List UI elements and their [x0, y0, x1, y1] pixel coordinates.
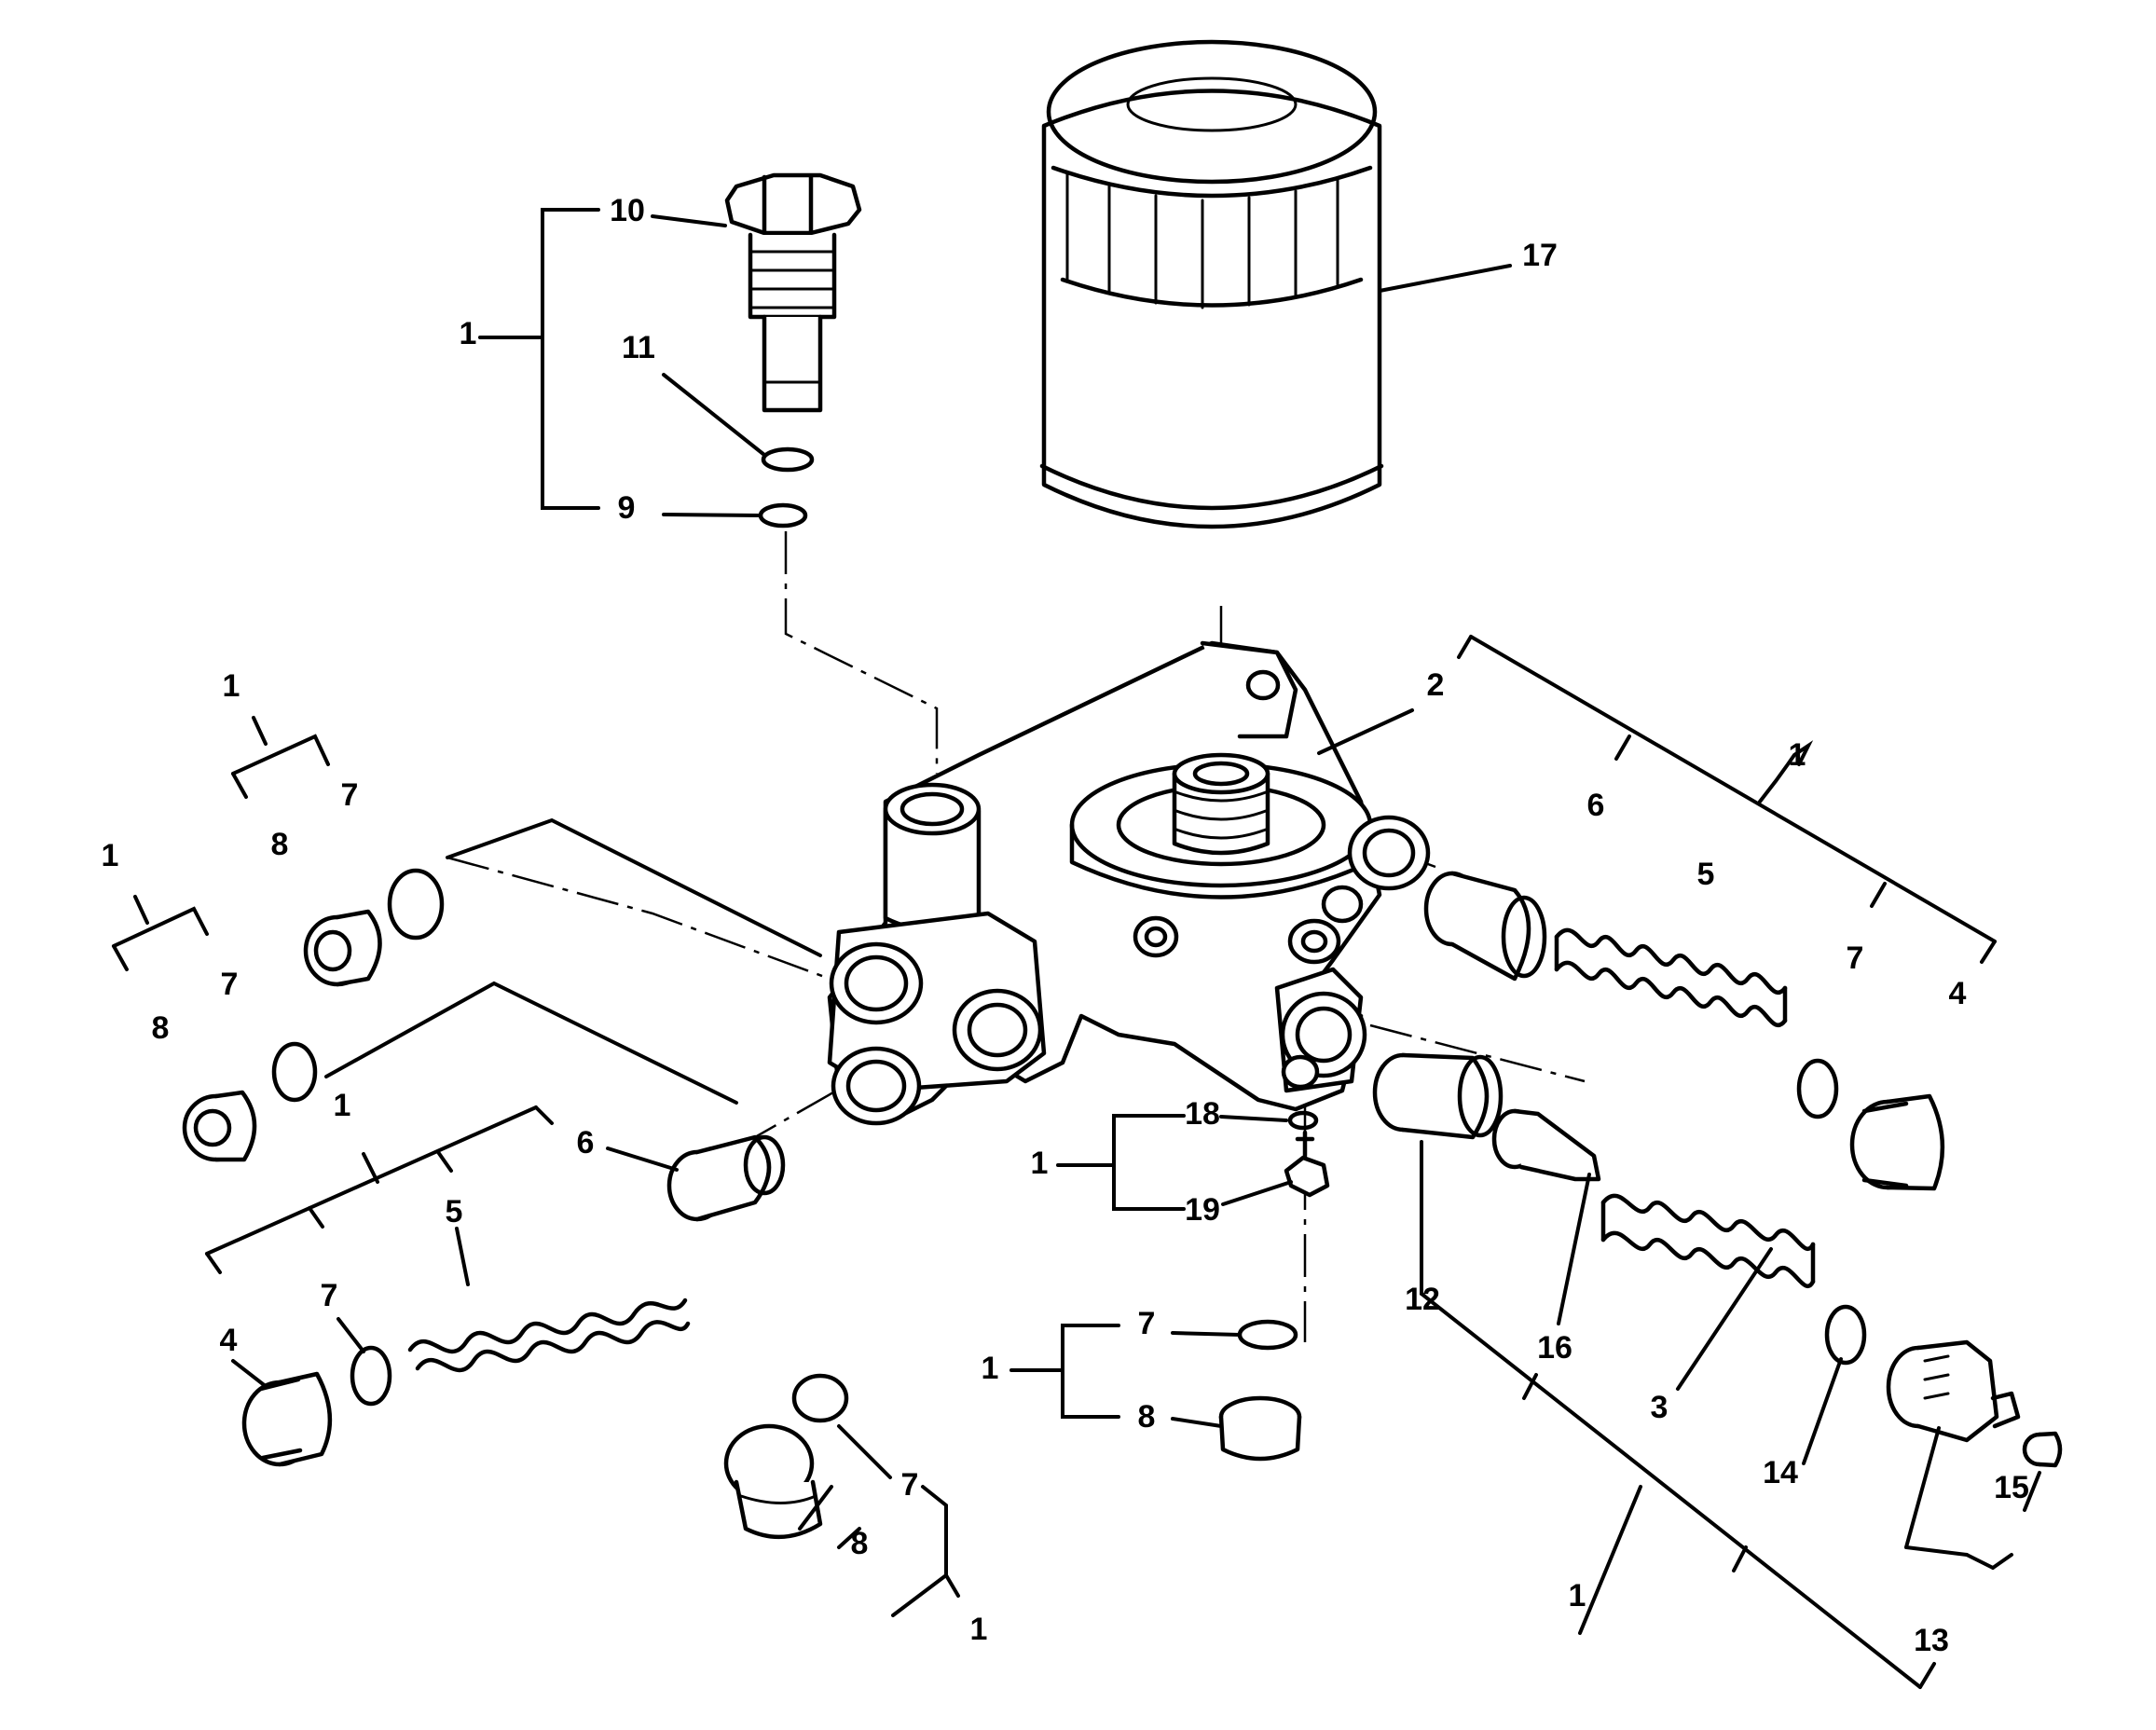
cap-part-4-left [241, 1371, 333, 1467]
piston-part-6-right [1423, 871, 1547, 982]
callout-12: 12 [1405, 1282, 1440, 1317]
cap-part-15 [2022, 1431, 2063, 1468]
callout-1-left: 1 [334, 1088, 351, 1123]
bolt-part-10 [724, 172, 862, 413]
switch-part-13 [1886, 1339, 2021, 1443]
plug-part-8-lower [723, 1423, 823, 1540]
callout-2: 2 [1427, 667, 1445, 703]
callout-9: 9 [618, 490, 636, 526]
oil-filter-part-17 [1039, 39, 1384, 529]
o-ring-part-7-upper [387, 868, 445, 941]
sensor-part-19 [1284, 1130, 1330, 1198]
callout-7-lower-left: 7 [321, 1278, 338, 1313]
spring-part-5-left [407, 1298, 691, 1373]
o-ring-part-7-lower-left [350, 1345, 392, 1407]
o-ring-part-18 [1287, 1110, 1319, 1131]
o-ring-part-7-center [1237, 1319, 1298, 1351]
callout-7-center: 7 [1138, 1306, 1156, 1341]
callout-1-lower: 1 [970, 1612, 988, 1647]
callout-8-upper-left: 8 [271, 827, 289, 862]
callout-19: 19 [1185, 1192, 1220, 1228]
filter-head-housing [827, 640, 1431, 1126]
callout-6-right: 6 [1587, 788, 1605, 823]
o-ring-part-14 [1824, 1304, 1867, 1366]
callout-14: 14 [1763, 1455, 1798, 1490]
o-ring-part-11 [761, 446, 815, 473]
cap-part-4-right [1849, 1093, 1945, 1191]
leader-lines [112, 208, 2041, 1689]
plug-part-8-middle [182, 1090, 257, 1162]
callout-1-upper-right: 1 [1789, 737, 1806, 773]
o-ring-part-7-middle [271, 1041, 318, 1103]
callout-7-upper-left: 7 [341, 777, 359, 813]
callout-5-right: 5 [1697, 857, 1715, 892]
callout-11: 11 [622, 330, 655, 365]
callout-6-left: 6 [577, 1125, 595, 1160]
callout-8-center: 8 [1138, 1399, 1156, 1435]
callout-18: 18 [1185, 1096, 1220, 1132]
callout-17: 17 [1522, 238, 1558, 273]
valve-body-part-12 [1372, 1052, 1504, 1140]
spring-part-5-right [1554, 927, 1788, 1027]
plug-part-8-center [1218, 1395, 1302, 1462]
callout-1-top: 1 [460, 316, 477, 351]
o-ring-part-7-right [1796, 1058, 1839, 1119]
callout-1-middle-left: 1 [102, 838, 119, 873]
callout-4-right: 4 [1949, 976, 1967, 1011]
callout-7-middle-left: 7 [221, 967, 239, 1002]
callout-1-center-lower: 1 [982, 1351, 999, 1386]
callout-16: 16 [1537, 1330, 1572, 1366]
o-ring-part-9 [758, 502, 808, 529]
callout-15: 15 [1994, 1470, 2029, 1505]
plug-part-8-upper [303, 909, 382, 987]
callout-1-center: 1 [1031, 1146, 1049, 1181]
callout-3: 3 [1651, 1390, 1668, 1425]
callout-labels: 10 1 11 9 17 2 1 6 5 7 4 1 7 8 1 7 8 1 6… [102, 193, 2029, 1658]
callout-1-upper-left: 1 [223, 668, 240, 704]
callout-1-lower-right: 1 [1569, 1578, 1586, 1613]
callout-4-left: 4 [220, 1323, 238, 1358]
callout-8-middle-left: 8 [152, 1010, 170, 1046]
callout-8-lower: 8 [851, 1526, 869, 1561]
piston-part-6-left [666, 1134, 786, 1222]
callout-7-right: 7 [1847, 941, 1864, 976]
callout-7-lower: 7 [901, 1467, 919, 1503]
spring-part-3 [1600, 1193, 1816, 1288]
plunger-part-16 [1491, 1108, 1601, 1182]
callout-10: 10 [610, 193, 645, 228]
callout-13: 13 [1914, 1623, 1949, 1658]
callout-5-left: 5 [446, 1194, 463, 1229]
o-ring-part-7-lower [791, 1373, 849, 1423]
